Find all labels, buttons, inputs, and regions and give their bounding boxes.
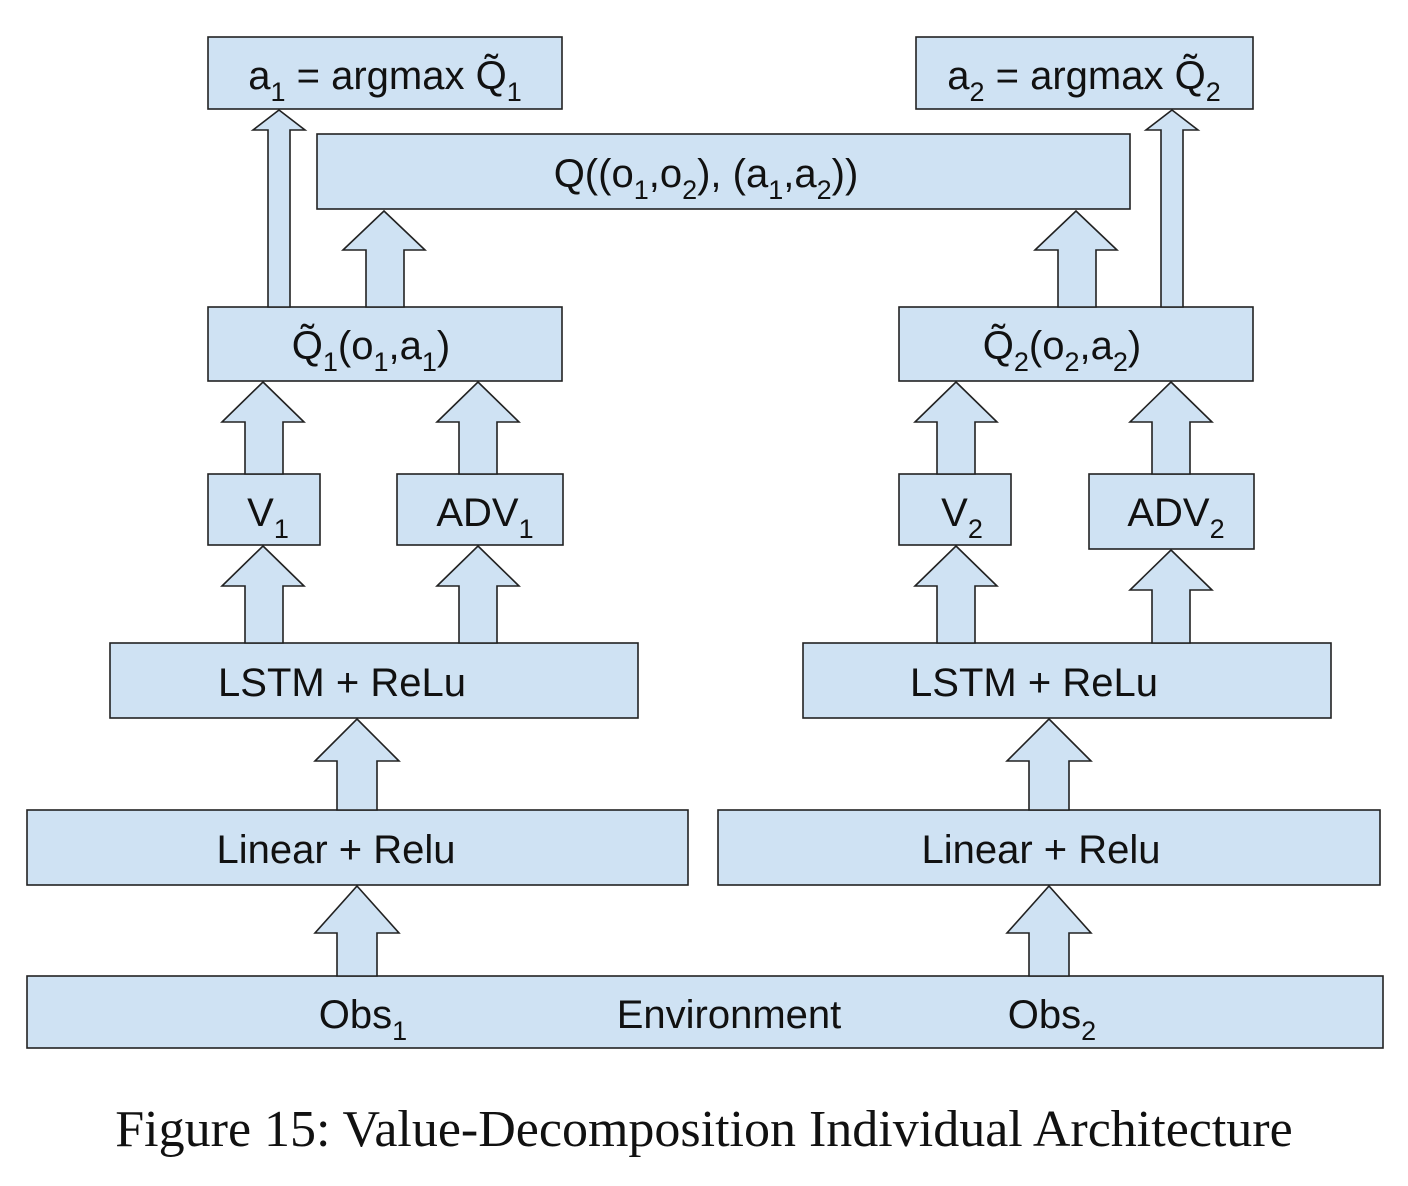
label-q2-tilde: Q̃2(o2,a2): [983, 323, 1141, 377]
box-a2-argmax: [915, 36, 1254, 110]
label-linear1: Linear + Relu: [216, 828, 455, 872]
box-environment: [26, 975, 1384, 1049]
label-a2-argmax: a2 = argmax Q̃2: [947, 53, 1221, 107]
arrow-lstm2-to-adv2: [1128, 548, 1214, 644]
box-lstm1: [109, 642, 639, 719]
label-obs2: Obs2: [1008, 993, 1096, 1046]
label-q-joint: Q((o1,o2), (a1,a2)): [554, 152, 859, 205]
box-q2-tilde: [898, 306, 1254, 382]
label-lstm1: LSTM + ReLu: [218, 661, 466, 705]
arrow-q1-to-q: [340, 209, 428, 308]
label-a1-argmax: a1 = argmax Q̃1: [248, 53, 522, 107]
box-a1-argmax: [207, 36, 563, 110]
arrow-obs2-to-linear2: [1005, 884, 1093, 977]
label-q1-tilde: Q̃1(o1,a1): [292, 323, 450, 377]
box-linear1: [26, 809, 689, 886]
arrow-v2-to-q2: [913, 380, 999, 475]
box-adv2: [1088, 473, 1255, 550]
box-lstm2: [802, 642, 1332, 719]
arrow-lstm2-to-v2: [913, 544, 999, 644]
arrow-adv2-to-q2: [1128, 380, 1214, 475]
label-obs1: Obs1: [319, 993, 407, 1046]
label-lstm2: LSTM + ReLu: [910, 661, 1158, 705]
label-v1: V1: [247, 491, 289, 544]
figure-caption: Figure 15: Value-Decomposition Individua…: [115, 1101, 1293, 1158]
box-linear2: [717, 809, 1381, 886]
arrows-group: [220, 108, 1214, 977]
box-v1: [207, 473, 321, 546]
label-linear2: Linear + Relu: [921, 828, 1160, 872]
box-q1-tilde: [207, 306, 563, 382]
arrow-a2-up: [1143, 108, 1201, 308]
box-q-joint: [316, 133, 1131, 210]
arrow-linear2-to-lstm2: [1005, 717, 1093, 811]
arrow-v1-to-q1: [220, 380, 306, 475]
box-adv1: [396, 473, 564, 546]
arrow-a1-up: [250, 108, 308, 308]
label-adv1: ADV1: [436, 491, 533, 544]
arrow-lstm1-to-v1: [220, 544, 306, 644]
architecture-diagram: a1 = argmax Q̃1 a2 = argmax Q̃2 Q((o1,o2…: [26, 36, 1384, 1049]
arrow-q2-to-q: [1032, 209, 1120, 308]
arrow-lstm1-to-adv1: [435, 544, 521, 644]
arrow-adv1-to-q1: [435, 380, 521, 475]
arrow-obs1-to-linear1: [313, 884, 401, 977]
label-environment: Environment: [617, 993, 842, 1037]
arrow-linear1-to-lstm1: [313, 717, 401, 811]
label-v2: V2: [941, 491, 983, 544]
box-v2: [898, 473, 1012, 546]
label-adv2: ADV2: [1127, 491, 1224, 544]
